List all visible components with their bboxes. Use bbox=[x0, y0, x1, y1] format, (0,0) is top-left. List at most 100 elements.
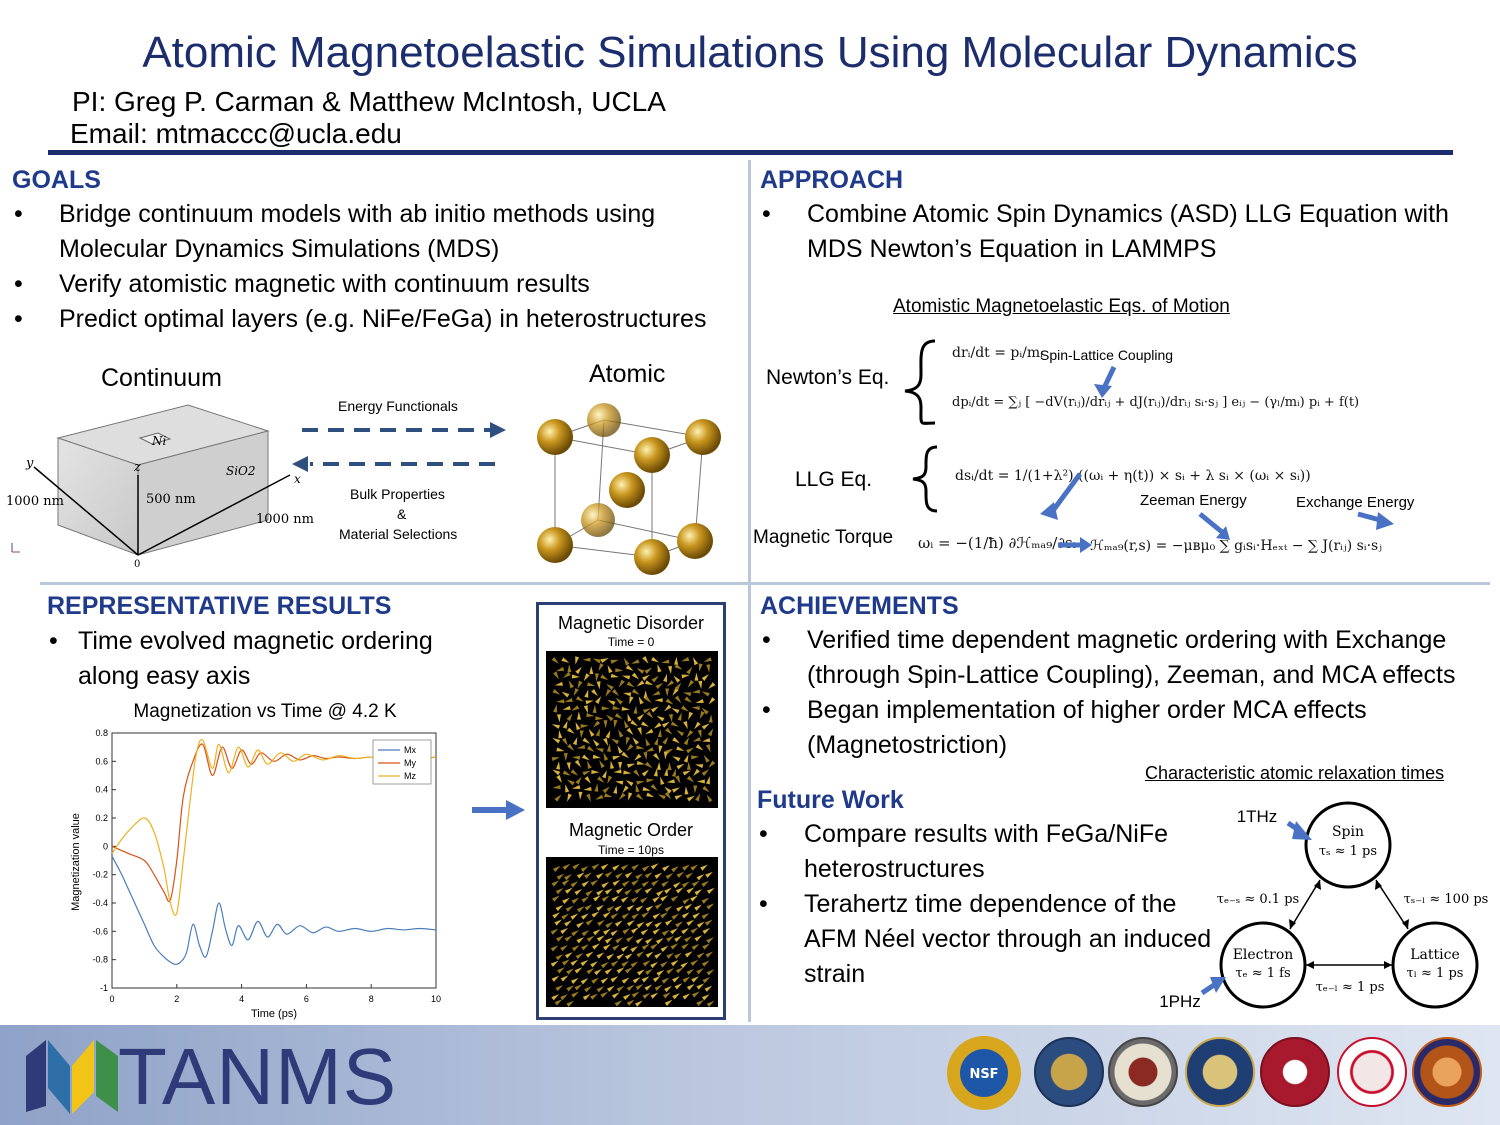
newton-label: Newton’s Eq. bbox=[766, 366, 890, 389]
zeeman-label: Zeeman Energy bbox=[1140, 492, 1247, 509]
legend-label: Mz bbox=[404, 771, 416, 781]
order-spin-image bbox=[546, 857, 718, 1007]
phz-label: 1PHz bbox=[1159, 992, 1201, 1011]
x-tick-label: 2 bbox=[174, 994, 179, 1004]
spin-lattice-arrow-icon bbox=[1101, 365, 1117, 390]
y-tick-label: 0.2 bbox=[95, 813, 108, 823]
spin-tau: τₛ ≈ 1 ps bbox=[1319, 844, 1377, 859]
results-list: Time evolved magnetic ordering along eas… bbox=[47, 624, 487, 694]
order-time: Time = 10ps bbox=[598, 843, 664, 857]
equation-braces bbox=[904, 339, 938, 513]
goals-heading: GOALS bbox=[12, 166, 101, 194]
exchange-arrows bbox=[292, 422, 506, 472]
ucla-seal-icon bbox=[1034, 1037, 1104, 1107]
atomic-lattice-diagram bbox=[537, 403, 721, 575]
newton-eq-momentum: dpᵢ/dt = ∑ⱼ [ −dV(rᵢⱼ)/drᵢⱼ + dJ(rᵢⱼ)/dr… bbox=[952, 395, 1360, 410]
y-axis-title: Magnetization value bbox=[70, 813, 82, 911]
tau-es: τₑ₋ₛ ≈ 0.1 ps bbox=[1217, 892, 1299, 907]
torque-arrow-icon bbox=[1049, 472, 1083, 514]
achievements-heading: ACHIEVEMENTS bbox=[760, 592, 959, 620]
lattice-label: Lattice bbox=[1410, 947, 1460, 963]
lattice-tau: τₗ ≈ 1 ps bbox=[1407, 966, 1464, 981]
goals-bullet: Bridge continuum models with ab initio m… bbox=[12, 197, 752, 267]
x-tick-label: 8 bbox=[369, 994, 374, 1004]
bulk-properties-label: Bulk Properties bbox=[350, 486, 445, 502]
approach-list: Combine Atomic Spin Dynamics (ASD) LLG E… bbox=[760, 197, 1490, 267]
y-tick-label: -0.4 bbox=[92, 898, 108, 908]
goals-list: Bridge continuum models with ab initio m… bbox=[12, 197, 752, 337]
llg-label: LLG Eq. bbox=[795, 468, 873, 491]
series-line-mx bbox=[111, 855, 437, 965]
x-axis-label: x bbox=[294, 472, 301, 486]
exchange-arrow-icon bbox=[1357, 511, 1381, 523]
mit-seal-icon bbox=[1260, 1037, 1330, 1107]
email-line: Email: mtmaccc@ucla.edu bbox=[70, 118, 402, 149]
sio2-label: SiO2 bbox=[226, 464, 256, 478]
dim-left: 1000 nm bbox=[6, 494, 64, 509]
atomic-label: Atomic bbox=[589, 360, 666, 388]
llg-eq: dsᵢ/dt = 1/(1+λ²) ((ωᵢ + η(t)) × sᵢ + λ … bbox=[955, 468, 1311, 484]
y-axis-label: y bbox=[25, 456, 34, 471]
results-heading: REPRESENTATIVE RESULTS bbox=[47, 592, 392, 620]
approach-bullet: Combine Atomic Spin Dynamics (ASD) LLG E… bbox=[760, 197, 1490, 267]
legend-box bbox=[372, 739, 432, 785]
disordered-spins-graphic bbox=[551, 656, 716, 803]
phz-arrow-icon bbox=[1200, 982, 1216, 996]
cornell-seal-icon bbox=[1108, 1037, 1178, 1107]
x-tick-label: 6 bbox=[304, 994, 309, 1004]
energy-functionals-label: Energy Functionals bbox=[338, 398, 458, 414]
order-title: Magnetic Order bbox=[568, 820, 694, 840]
vertical-divider bbox=[748, 160, 751, 1022]
x-tick-label: 0 bbox=[109, 994, 114, 1004]
electron-tau: τₑ ≈ 1 fs bbox=[1235, 966, 1290, 981]
dim-mid: 500 nm bbox=[146, 492, 196, 507]
x-tick-label: 10 bbox=[431, 994, 441, 1004]
thz-label: 1THz bbox=[1237, 807, 1278, 826]
ampersand-label: & bbox=[397, 506, 407, 522]
z-axis-label: z bbox=[133, 460, 141, 475]
disorder-time: Time = 0 bbox=[607, 635, 655, 649]
origin-label: 0 bbox=[134, 559, 140, 570]
hamiltonian-eq: ℋₘₐ₉(r,s) = −μʙμ₀ ∑ gᵢsᵢ·Hₑₓₜ − ∑ J(rᵢⱼ)… bbox=[1090, 538, 1382, 554]
y-tick-label: 0.6 bbox=[95, 756, 108, 766]
ucb-seal-icon bbox=[1185, 1037, 1255, 1107]
electron-node bbox=[1219, 921, 1307, 1009]
ordered-spins-graphic bbox=[550, 863, 715, 1007]
disorder-title: Magnetic Disorder bbox=[557, 613, 705, 633]
tau-el: τₑ₋ₗ ≈ 1 ps bbox=[1316, 980, 1385, 995]
future-bullet: Terahertz time dependence of the AFM Née… bbox=[757, 887, 1212, 992]
chart-title: Magnetization vs Time @ 4.2 K bbox=[133, 701, 397, 722]
header-rule bbox=[48, 150, 1453, 155]
ni-label: Ni bbox=[151, 434, 167, 448]
spin-lattice-label: Spin-Lattice Coupling bbox=[1040, 347, 1174, 363]
tanms-logo-icon bbox=[26, 1040, 118, 1114]
future-heading: Future Work bbox=[757, 786, 904, 814]
goals-bullet: Verify atomistic magnetic with continuum… bbox=[12, 267, 752, 302]
lattice-node bbox=[1391, 921, 1479, 1009]
achievements-list: Verified time dependent magnetic orderin… bbox=[760, 623, 1498, 763]
exchange-label: Exchange Energy bbox=[1296, 494, 1415, 511]
ordering-frame: Magnetic Disorder Time = 0 Magnetic Orde… bbox=[536, 602, 726, 1020]
nsf-label: NSF bbox=[969, 1067, 998, 1082]
eqs-title: Atomistic Magnetoelastic Eqs. of Motion bbox=[893, 296, 1230, 317]
mini-axes-icon bbox=[11, 543, 20, 553]
continuum-box-diagram: Ni SiO2 y z x 1000 nm 500 nm 1000 nm 0 bbox=[6, 404, 314, 570]
tanms-logo-text: TANMS bbox=[118, 1032, 398, 1121]
right-arrowhead-icon bbox=[490, 422, 506, 438]
results-bullet: Time evolved magnetic ordering along eas… bbox=[47, 624, 487, 694]
results-arrow-icon bbox=[472, 800, 525, 820]
torque-label: Magnetic Torque bbox=[753, 527, 894, 548]
y-tick-label: 0 bbox=[103, 841, 108, 851]
disorder-spin-image bbox=[546, 651, 718, 808]
dim-right: 1000 nm bbox=[256, 512, 314, 527]
y-tick-label: -0.2 bbox=[92, 870, 108, 880]
horizontal-divider bbox=[40, 582, 1490, 585]
newton-brace bbox=[904, 339, 936, 425]
pi-line: PI: Greg P. Carman & Matthew McIntosh, U… bbox=[72, 86, 666, 117]
continuum-label: Continuum bbox=[101, 364, 222, 392]
relax-title: Characteristic atomic relaxation times bbox=[1145, 763, 1445, 783]
tau-sl: τₛ₋ₗ ≈ 100 ps bbox=[1404, 892, 1489, 907]
y-tick-label: -1 bbox=[100, 983, 108, 993]
poster-title: Atomic Magnetoelastic Simulations Using … bbox=[142, 28, 1358, 77]
